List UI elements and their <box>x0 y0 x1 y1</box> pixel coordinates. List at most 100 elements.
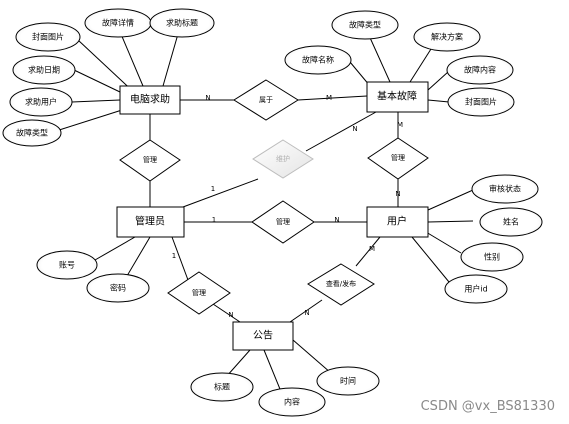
rel-belongs: 属于 <box>259 96 273 104</box>
line-user-view <box>355 236 381 267</box>
watermark: CSDN @vx_BS81330 <box>420 399 555 414</box>
entity-fault-help: 电脑求助 <box>130 93 170 106</box>
rel-maintain-shape <box>252 139 314 179</box>
entity-fault-help-shape <box>119 85 181 115</box>
line-help-user <box>71 99 121 103</box>
line-maintain-fault <box>305 111 377 152</box>
attr-fault-content-shape <box>446 55 514 85</box>
attr-notice-time-shape <box>316 366 380 396</box>
entity-admin-shape <box>116 206 185 238</box>
attr-help-user-shape <box>9 87 73 117</box>
attr-help-title-shape <box>149 8 215 38</box>
card-belongs-fault: M <box>326 94 332 102</box>
attribute-shapes <box>2 8 543 417</box>
entity-shapes <box>116 81 429 351</box>
line-notice-content <box>263 349 283 395</box>
rel-maintain: 维护 <box>276 154 290 163</box>
attr-user-gender: 性别 <box>484 252 500 262</box>
entity-basic-fault: 基本故障 <box>377 90 417 103</box>
line-admin-manage-notice <box>171 236 189 281</box>
rel-belongs-shape <box>233 79 299 121</box>
entity-notice-shape <box>232 321 294 351</box>
rel-view-publish: 查看/发布 <box>326 279 356 288</box>
attr-notice-content-shape <box>258 387 326 417</box>
line-admin-password <box>123 236 151 282</box>
card-manage-notice: N <box>228 311 233 319</box>
attr-admin-account: 账号 <box>59 261 75 270</box>
rel-manage-bottom-shape <box>167 271 231 315</box>
line-help-date <box>73 69 121 93</box>
cardinality-labels: N M 1 N M N 1 N 1 N M N <box>172 94 403 319</box>
attr-fault-cover-shape <box>447 87 515 117</box>
relationship-shapes <box>119 79 429 315</box>
line-user-name <box>427 220 474 223</box>
rel-manage-left-shape <box>119 139 181 182</box>
attr-help-date: 求助日期 <box>28 65 60 75</box>
card-help-belongs: N <box>205 94 210 102</box>
attr-admin-password: 密码 <box>110 283 126 293</box>
attr-admin-password-shape <box>86 273 150 303</box>
entity-notice: 公告 <box>253 329 273 342</box>
rel-manage-bottom: 管理 <box>192 288 206 297</box>
attr-help-cover-shape <box>15 22 81 52</box>
attr-help-date-shape <box>12 55 76 85</box>
attr-user-gender-shape <box>460 242 524 272</box>
attr-help-cover: 封面图片 <box>32 32 64 42</box>
rel-manage-mid-shape <box>251 200 315 244</box>
entity-user: 用户 <box>387 215 407 228</box>
entity-admin: 管理员 <box>135 215 165 228</box>
attr-fault-name-shape <box>284 45 352 75</box>
card-admin-manage-notice: 1 <box>172 252 176 260</box>
attr-user-name: 姓名 <box>503 217 519 227</box>
line-user-id <box>411 236 450 283</box>
line-fault-content <box>427 71 449 91</box>
attr-user-id-shape <box>444 274 508 304</box>
card-admin-manage-user: 1 <box>212 216 216 224</box>
attr-help-type-shape <box>2 119 62 147</box>
card-view-notice: N <box>304 309 309 317</box>
attr-user-status-shape <box>471 174 539 204</box>
relationship-labels: 属于 管理 管理 管理 管理 查看/发布 <box>143 96 405 297</box>
line-fault-type <box>366 30 391 83</box>
line-help-type <box>55 109 123 132</box>
card-maintain-admin: 1 <box>211 185 215 193</box>
line-user-status <box>427 189 474 211</box>
line-notice-time <box>292 339 332 374</box>
attr-fault-type: 故障类型 <box>349 20 381 30</box>
card-fault-manage: M <box>397 121 403 129</box>
attr-notice-title: 标题 <box>214 382 230 392</box>
card-manage-user: N <box>395 190 400 198</box>
attribute-labels: 封面图片 故障详情 求助标题 求助日期 求助用户 故障类型 故障类型 解决方案 … <box>16 18 521 407</box>
rel-manage-right-shape <box>367 137 429 180</box>
attr-help-type: 故障类型 <box>16 128 48 138</box>
line-admin-account <box>94 236 136 261</box>
attr-user-id: 用户id <box>464 284 487 294</box>
rel-manage-right: 管理 <box>391 153 405 162</box>
attr-help-user: 求助用户 <box>25 97 57 107</box>
attr-fault-name: 故障名称 <box>302 55 334 65</box>
card-user-view: M <box>369 245 375 253</box>
attr-notice-content: 内容 <box>284 397 300 407</box>
line-fault-cover <box>427 99 450 103</box>
entity-basic-fault-shape <box>366 81 429 113</box>
rel-manage-left: 管理 <box>143 155 157 164</box>
attr-notice-time: 时间 <box>340 376 356 386</box>
attr-fault-solution: 解决方案 <box>431 32 463 42</box>
line-user-gender <box>425 231 462 254</box>
line-belongs-fault <box>297 95 368 101</box>
rel-view-publish-shape <box>307 263 375 306</box>
line-view-notice <box>289 299 323 323</box>
line-manage-notice <box>209 301 241 323</box>
card-maintain-fault: N <box>352 125 357 133</box>
attr-admin-account-shape <box>36 250 98 280</box>
entity-user-shape <box>366 206 429 238</box>
line-admin-maintain <box>182 178 259 208</box>
attr-notice-title-shape <box>190 372 254 402</box>
entity-labels: 电脑求助 基本故障 管理员 用户 公告 <box>130 90 417 342</box>
attr-help-detail: 故障详情 <box>102 18 134 28</box>
attr-fault-type-shape <box>331 10 399 40</box>
attr-fault-content: 故障内容 <box>464 65 496 75</box>
line-notice-title <box>225 349 251 378</box>
